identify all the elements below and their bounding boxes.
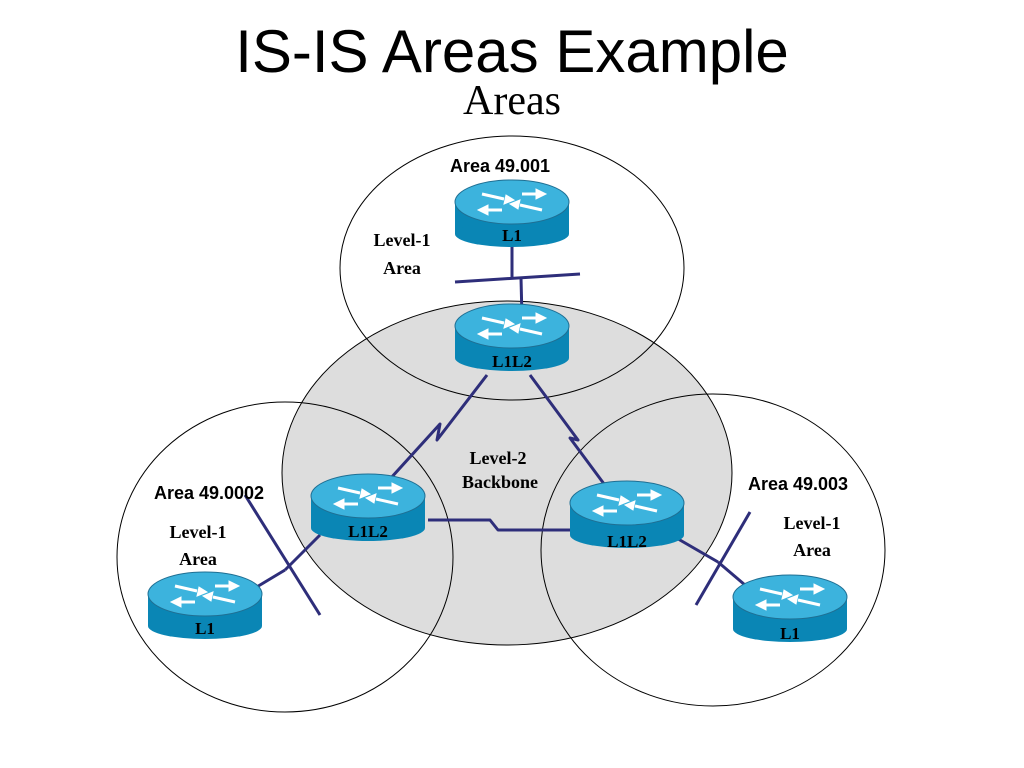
router-left-l1[interactable]: L1 bbox=[146, 570, 264, 641]
area-left-desc-line1: Level-1 bbox=[170, 522, 227, 542]
router-right-l1[interactable]: L1 bbox=[731, 573, 849, 644]
link-top-right bbox=[528, 374, 612, 493]
link-left-right bbox=[428, 518, 570, 532]
left-l1l2-drop bbox=[283, 533, 322, 572]
right-l1l2-drop bbox=[672, 534, 719, 564]
router-right-l1l2[interactable]: L1L2 bbox=[568, 479, 686, 551]
area-top-circle bbox=[339, 135, 685, 401]
page-title: IS-IS Areas Example bbox=[235, 18, 789, 85]
right-l1-drop bbox=[717, 560, 746, 587]
router-label: L1L2 bbox=[492, 352, 532, 371]
area-top-desc-line1: Level-1 bbox=[374, 230, 431, 250]
router-label: L1 bbox=[780, 624, 800, 643]
router-label: L1L2 bbox=[607, 532, 647, 551]
area-right-desc-line2: Area bbox=[793, 540, 831, 560]
link-top-left bbox=[378, 374, 489, 492]
page-subtitle: Areas bbox=[463, 78, 561, 124]
router-top-l1l2[interactable]: L1L2 bbox=[453, 302, 571, 373]
area-right-name: Area 49.003 bbox=[748, 474, 848, 494]
area-right-circle bbox=[540, 393, 886, 707]
area-top-name: Area 49.001 bbox=[450, 156, 550, 176]
area-left-desc-line2: Area bbox=[179, 549, 217, 569]
right-lan-segment bbox=[694, 511, 752, 606]
router-label: L1 bbox=[502, 226, 522, 245]
router-left-l1l2[interactable]: L1L2 bbox=[309, 472, 427, 543]
left-l1-drop bbox=[254, 568, 286, 590]
backbone-desc-line2: Backbone bbox=[462, 472, 538, 492]
area-left-circle bbox=[116, 401, 454, 713]
backbone-area bbox=[281, 300, 733, 646]
left-lan-segment bbox=[243, 494, 322, 616]
network-links bbox=[243, 245, 752, 616]
router-label: L1 bbox=[195, 619, 215, 638]
area-left-name: Area 49.0002 bbox=[154, 483, 264, 503]
router-label: L1L2 bbox=[348, 522, 388, 541]
top-lan-segment bbox=[454, 272, 581, 284]
area-top-desc-line2: Area bbox=[383, 258, 421, 278]
area-right-desc-line1: Level-1 bbox=[784, 513, 841, 533]
backbone-desc-line1: Level-2 bbox=[470, 448, 527, 468]
router-top-l1[interactable]: L1 bbox=[453, 178, 571, 249]
